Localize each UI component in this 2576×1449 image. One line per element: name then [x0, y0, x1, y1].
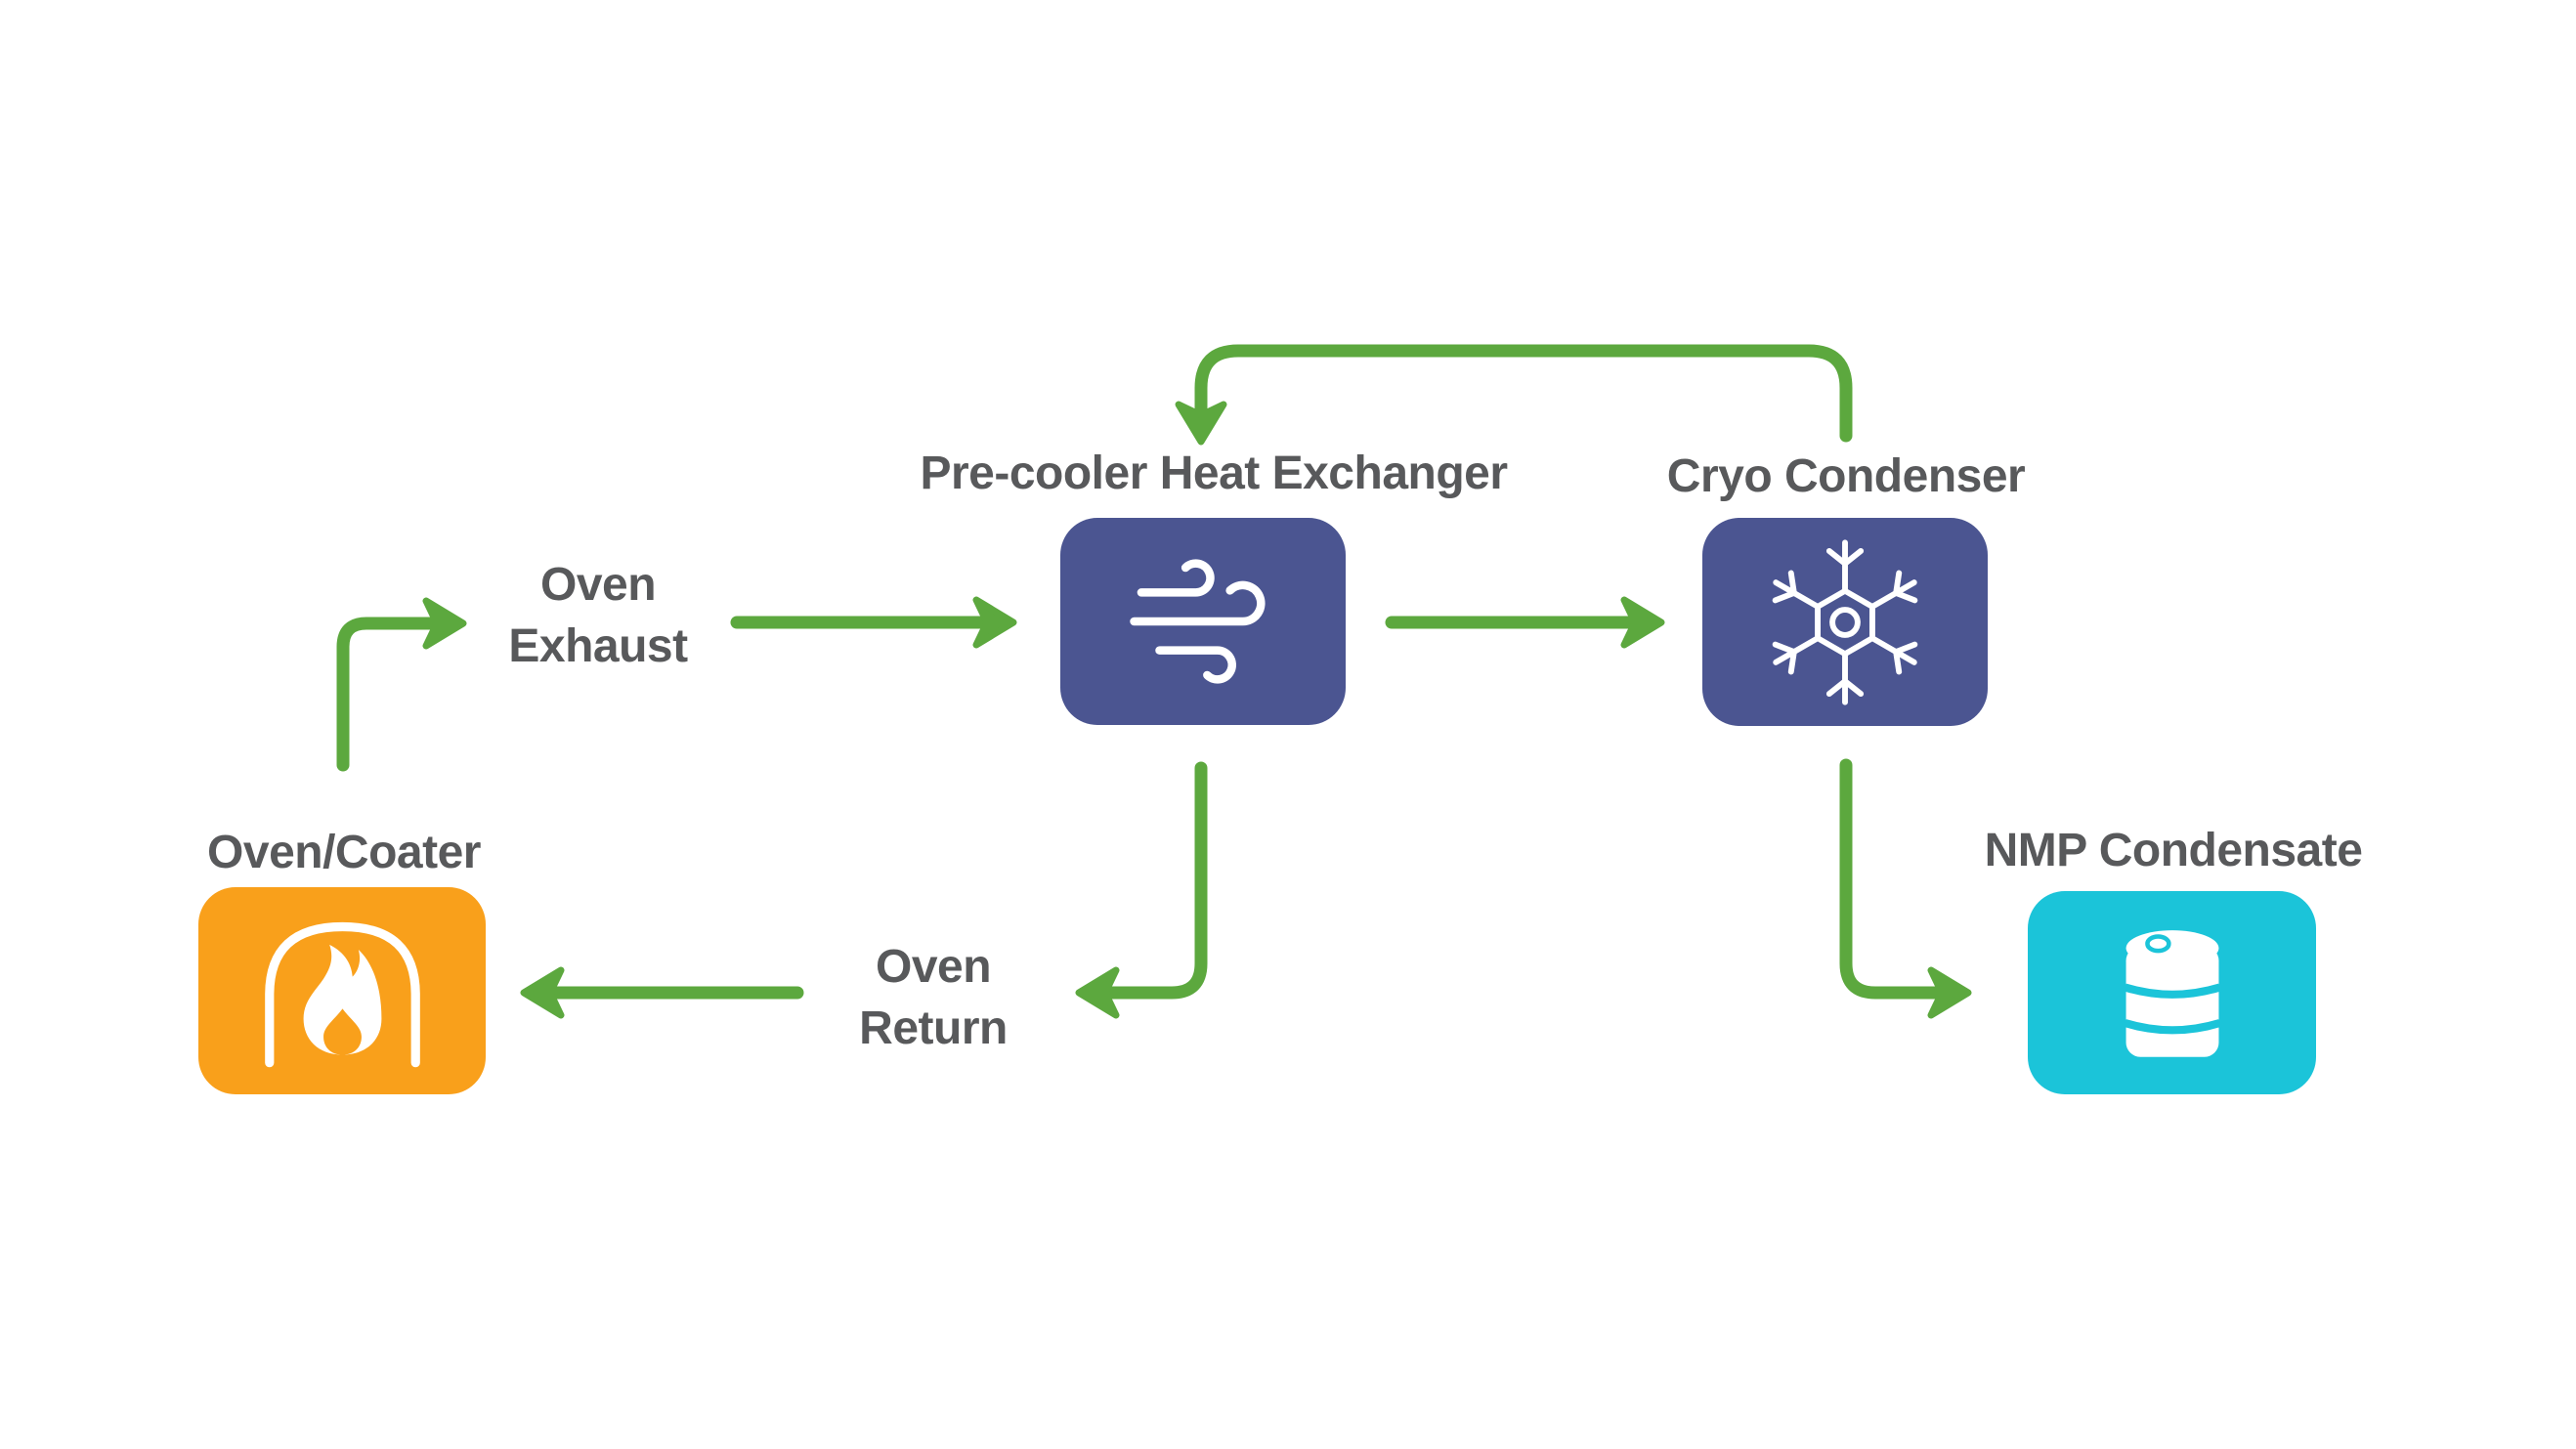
oven-exhaust-label: Oven Exhaust	[508, 554, 688, 677]
arrow-precooler-to-return	[1075, 761, 1208, 1019]
arrow-cryo-to-nmp	[1839, 758, 1972, 1019]
oven-coater-node	[198, 887, 486, 1094]
snowflake-icon	[1772, 538, 1918, 705]
cryo-condenser-label: Cryo Condenser	[1666, 450, 2026, 502]
arrow-exhaust-to-precooler	[730, 596, 1017, 649]
oven-return-label-line2: Return	[859, 1002, 1008, 1054]
arrow-precooler-to-cryo	[1385, 596, 1665, 649]
arrow-return-to-oven	[520, 966, 804, 1019]
wind-icon	[1130, 559, 1266, 684]
precooler-node	[1060, 518, 1346, 725]
oven-flame-icon	[264, 921, 420, 1068]
nmp-condensate-node	[2028, 891, 2316, 1094]
nmp-condensate-label: NMP Condensate	[1984, 825, 2363, 876]
oven-exhaust-label-line2: Exhaust	[508, 620, 688, 672]
arrow-cryo-recycle-loop	[1175, 344, 1853, 446]
precooler-label: Pre-cooler Heat Exchanger	[920, 447, 1508, 499]
oven-return-label: Oven Return	[859, 936, 1008, 1059]
oven-return-label-line1: Oven	[875, 941, 992, 993]
oven-coater-label: Oven/Coater	[207, 827, 481, 878]
cryo-condenser-node	[1702, 518, 1988, 726]
oven-exhaust-label-line1: Oven	[539, 559, 657, 611]
barrel-icon	[2123, 930, 2221, 1057]
arrow-oven-to-exhaust	[336, 597, 467, 772]
